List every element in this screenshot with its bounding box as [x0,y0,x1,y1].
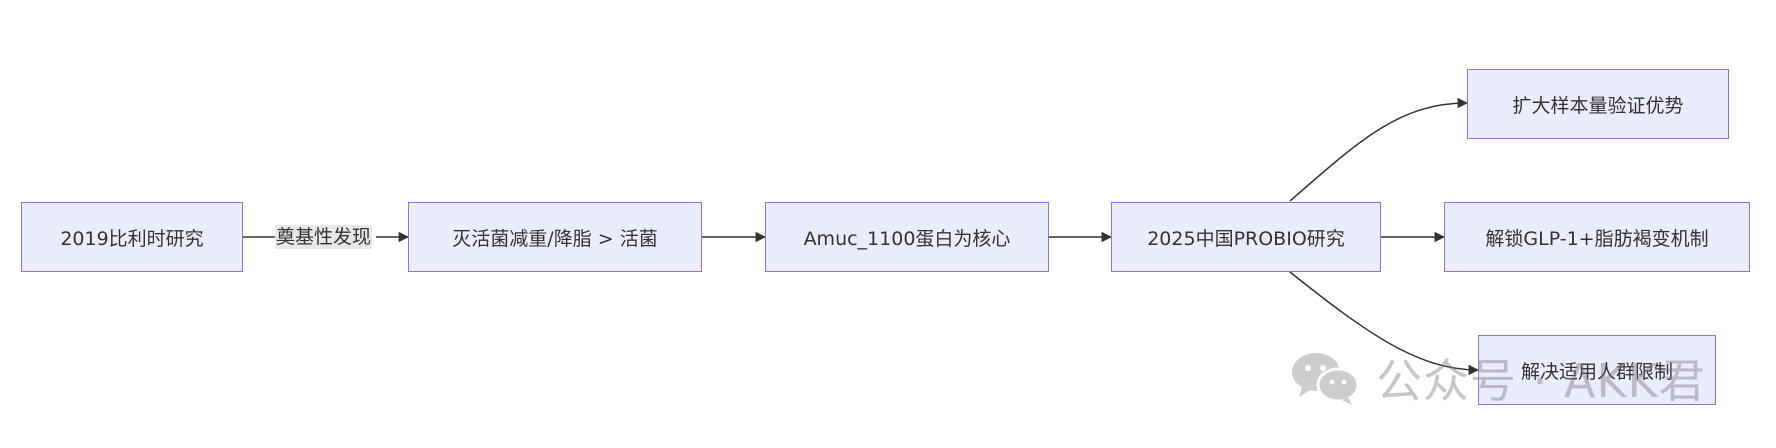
node-expand-sample: 扩大样本量验证优势 [1467,69,1729,139]
node-amuc-protein-label: Amuc_1100蛋白为核心 [803,227,1011,250]
node-glp1-mechanism-label: 解锁GLP-1+脂肪褐变机制 [1485,227,1709,250]
node-2019-study-label: 2019比利时研究 [60,227,204,250]
node-inactivated-bacteria: 灭活菌减重/降脂 > 活菌 [408,202,702,272]
node-inactivated-bacteria-label: 灭活菌减重/降脂 > 活菌 [452,227,658,250]
node-probio-2025-label: 2025中国PROBIO研究 [1147,227,1345,250]
edge-probio-to-population [1289,271,1480,376]
node-population-limits: 解决适用人群限制 [1478,335,1716,405]
node-probio-2025: 2025中国PROBIO研究 [1111,202,1381,272]
node-expand-sample-label: 扩大样本量验证优势 [1512,94,1684,117]
node-amuc-protein: Amuc_1100蛋白为核心 [765,202,1049,272]
edge-probio-to-expand [1289,97,1469,202]
edge-label-foundational-finding: 奠基性发现 [275,225,373,249]
node-glp1-mechanism: 解锁GLP-1+脂肪褐变机制 [1444,202,1750,272]
node-2019-study: 2019比利时研究 [21,202,243,272]
node-population-limits-label: 解决适用人群限制 [1520,360,1673,383]
